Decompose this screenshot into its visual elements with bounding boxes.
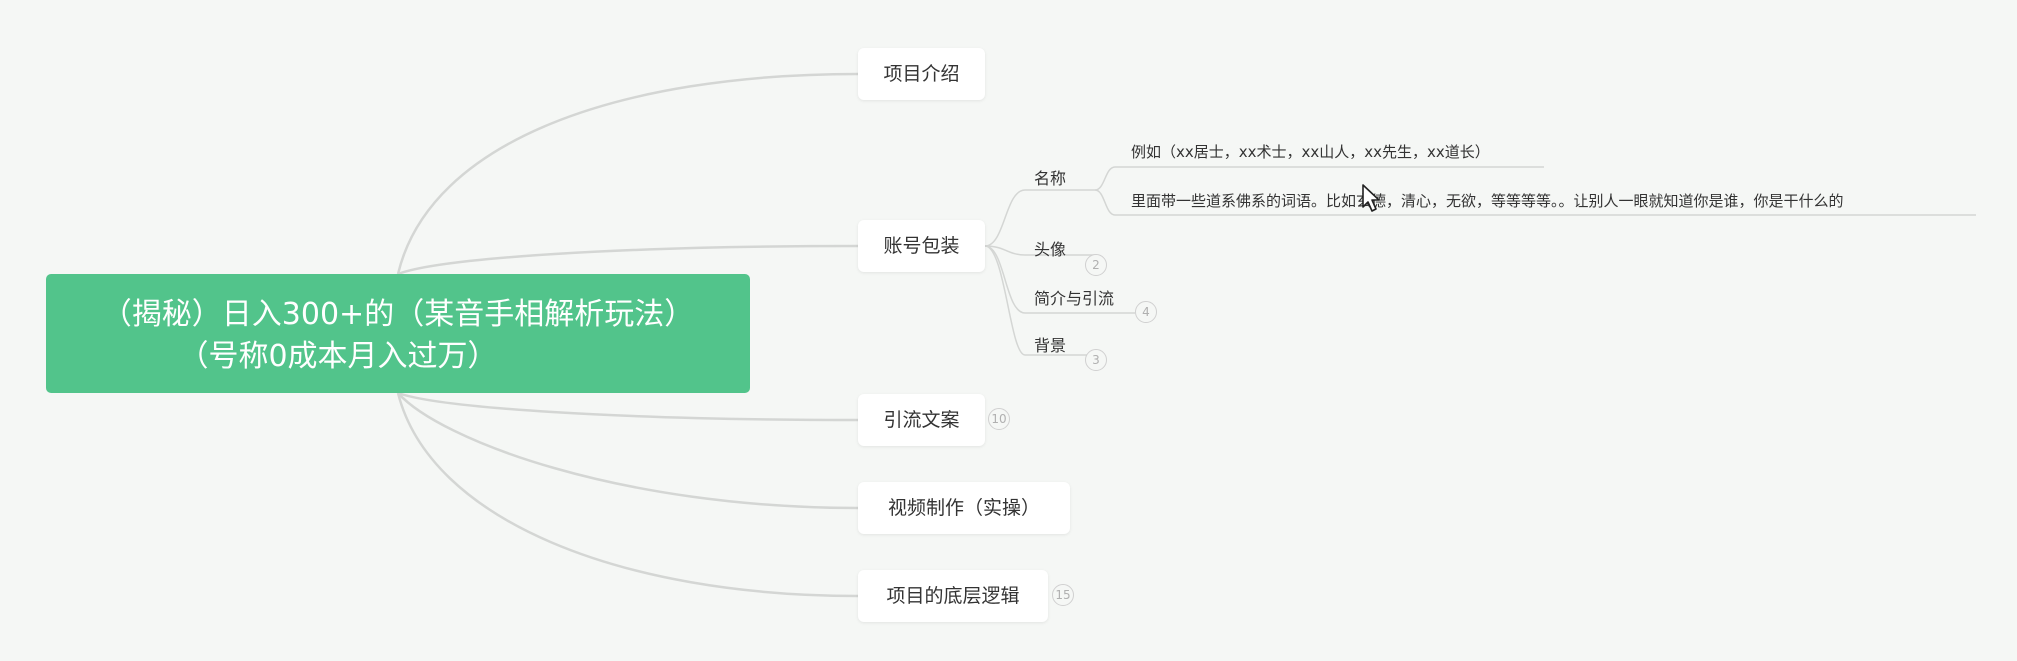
branch-label: 视频制作（实操） [887,497,1040,519]
branch-project-intro[interactable]: 项目介绍 [858,48,985,100]
connector-name-example-2 [1094,189,1976,216]
branch-account-packaging[interactable]: 账号包装 [858,220,985,272]
central-topic-line-1: （揭秘）日入300+的（某音手相解析玩法） [101,297,695,332]
sub-topic-background[interactable]: 背景 [1034,336,1067,355]
connector-avatar [984,245,1095,256]
collapsed-count-badge[interactable]: 3 [1085,349,1107,371]
connector-name-example-1 [1094,166,1544,191]
collapsed-count-badge[interactable]: 10 [988,408,1010,430]
name-description-leaf[interactable]: 里面带一些道系佛系的词语。比如玄德，清心，无欲，等等等等。。让别人一眼就知道你是… [1131,192,1844,210]
mouse-cursor-icon [1362,184,1380,212]
collapsed-count-badge[interactable]: 4 [1135,301,1157,323]
sub-topic-name[interactable]: 名称 [1034,169,1067,188]
connector-video-making [397,392,859,510]
sub-topic-intro[interactable]: 简介与引流 [1034,289,1115,308]
name-example-leaf[interactable]: 例如（xx居士，xx术士，xx山人，xx先生，xx道长） [1131,143,1490,161]
connector-background [984,245,1095,356]
branch-label: 项目的底层逻辑 [886,585,1020,607]
branch-traffic-copy[interactable]: 引流文案 [858,394,985,446]
collapsed-count-badge[interactable]: 2 [1085,254,1107,276]
collapsed-count-badge[interactable]: 15 [1052,584,1074,606]
branch-label: 账号包装 [883,235,960,257]
central-topic[interactable]: （揭秘）日入300+的（某音手相解析玩法） （号称0成本月入过万） [46,274,750,393]
connector-project-intro [396,72,859,275]
branch-video-making[interactable]: 视频制作（实操） [858,482,1070,534]
connector-traffic-copy [397,391,859,422]
branch-label: 引流文案 [883,409,960,431]
connector-underlying-logic [396,392,859,598]
branch-label: 项目介绍 [883,63,960,85]
central-topic-line-2: （号称0成本月入过万） [178,339,498,374]
connector-name [984,189,1095,247]
connector-account-packaging [397,244,859,276]
sub-topic-avatar[interactable]: 头像 [1034,240,1067,259]
branch-underlying-logic[interactable]: 项目的底层逻辑 [858,570,1048,622]
